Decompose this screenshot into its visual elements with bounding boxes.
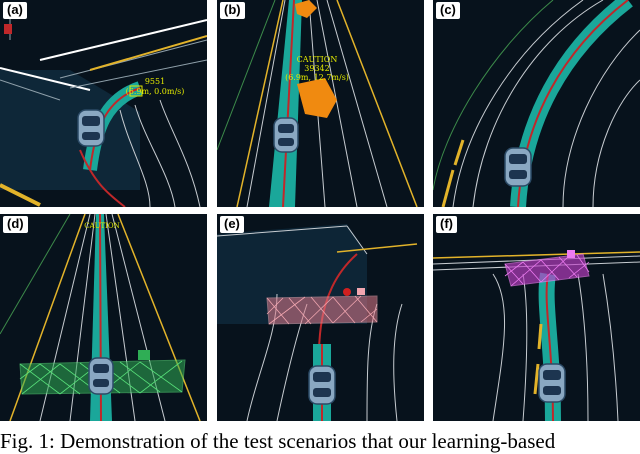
panel-label-b: (b) xyxy=(220,2,245,19)
ego-car-icon xyxy=(77,109,105,147)
ego-car-icon xyxy=(308,365,336,405)
obstacle-distance-a: (6.9m, 0.0m/s) xyxy=(126,87,185,96)
ego-car-icon xyxy=(88,357,114,395)
scene-f xyxy=(433,214,640,421)
scenario-grid: 9551 (6.9m, 0.0m/s) (a) CAUTION 3 xyxy=(0,0,640,421)
ego-car-icon xyxy=(538,363,566,403)
obstacle-id-b: 39342 xyxy=(304,64,329,73)
panel-a: 9551 (6.9m, 0.0m/s) (a) xyxy=(0,0,207,207)
panel-label-e: (e) xyxy=(220,216,244,233)
obstacle-distance-b: (6.9m, 12.7m/s) xyxy=(285,73,349,82)
panel-label-f: (f) xyxy=(436,216,457,233)
ego-car-icon xyxy=(504,147,532,187)
scene-d: CAUTION xyxy=(0,214,207,421)
obstacle-status-b: CAUTION xyxy=(297,55,338,64)
scene-b: CAUTION 39342 (6.9m, 12.7m/s) xyxy=(217,0,424,207)
panel-b: CAUTION 39342 (6.9m, 12.7m/s) (b) xyxy=(217,0,424,207)
obstacle-status-d: CAUTION xyxy=(84,222,120,230)
panel-f: (f) xyxy=(433,214,640,421)
panel-label-a: (a) xyxy=(3,2,27,19)
panel-label-c: (c) xyxy=(436,2,460,19)
scene-e xyxy=(217,214,424,421)
ego-car-icon xyxy=(273,117,299,153)
figure-caption: Fig. 1: Demonstration of the test scenar… xyxy=(0,429,640,454)
panel-d: CAUTION (d) xyxy=(0,214,207,421)
scene-c xyxy=(433,0,640,207)
caption-prefix: Fig. 1: xyxy=(0,429,55,453)
panel-e: (e) xyxy=(217,214,424,421)
panel-c: (c) xyxy=(433,0,640,207)
caption-text: Demonstration of the test scenarios that… xyxy=(54,429,556,453)
scene-a: 9551 (6.9m, 0.0m/s) xyxy=(0,0,207,207)
obstacle-id-a: 9551 xyxy=(145,77,165,86)
panel-label-d: (d) xyxy=(3,216,28,233)
